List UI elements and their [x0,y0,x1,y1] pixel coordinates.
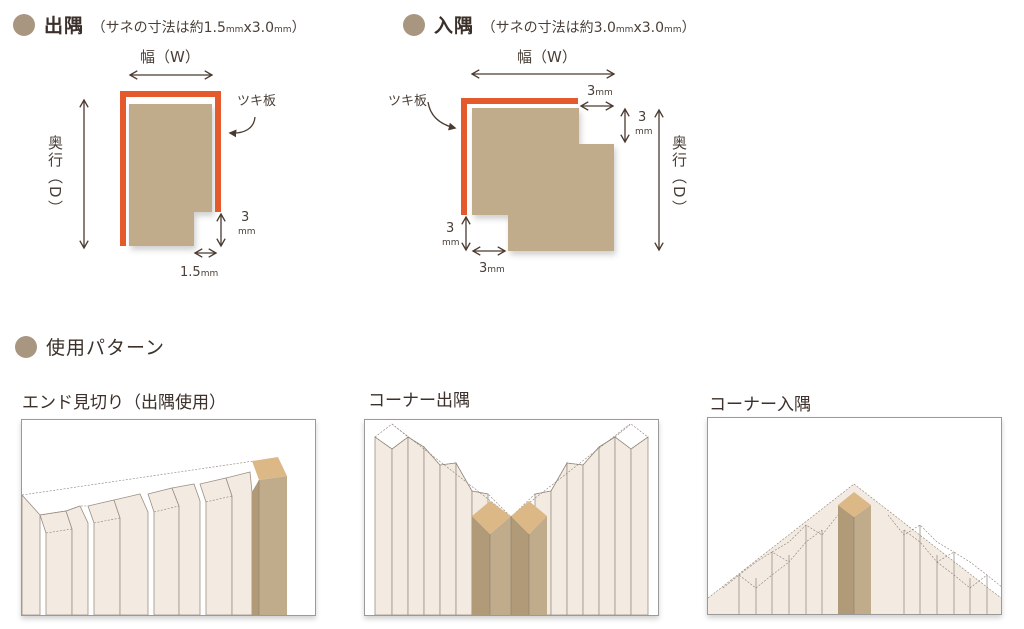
inside-bottom-notch-height-unit: mm [442,238,460,248]
inside-bottom-notch-width-label: 3mm [479,261,505,276]
pattern-corner-inside-title: コーナー入隅 [709,395,811,415]
veneer-pointer-icon [228,116,256,138]
outside-tongue-height-value: 3 [241,210,250,225]
inside-top-notch-height-unit: mm [635,127,653,137]
outside-tongue-height-unit: mm [238,227,256,237]
outside-corner-title: 出隅 [44,15,85,37]
section-bullet-icon [15,336,37,358]
outside-veneer-label: ツキ板 [237,94,277,109]
section-bullet-icon [403,14,425,36]
core-block [472,108,614,251]
outside-tongue-width-label: 1.5mm [180,265,219,280]
pattern-corner-inside-illustration [707,417,1002,615]
outside-corner-heading: 出隅 （サネの寸法は約1.5mmx3.0mm） [44,11,306,38]
outside-width-label: 幅（W） [140,48,200,66]
outside-corner-diagram [79,70,256,258]
inside-bottom-notch-height-value: 3 [446,221,455,236]
veneer-pointer-icon [427,101,457,131]
inside-corner-subtitle: （サネの寸法は約3.0mmx3.0mm） [481,20,696,36]
inside-top-notch-width-label: 3mm [587,84,613,99]
inside-width-label: 幅（W） [517,48,577,66]
outside-depth-label: 奥行（D） [46,135,64,217]
inside-depth-label: 奥行（D） [670,135,688,217]
core-block [129,104,212,246]
pattern-corner-outside-illustration [364,419,659,616]
inside-top-notch-height-value: 3 [638,110,647,125]
pattern-end-trim-illustration [21,419,316,616]
inside-veneer-label: ツキ板 [388,94,428,109]
inside-corner-heading: 入隅 （サネの寸法は約3.0mmx3.0mm） [434,11,696,38]
inside-corner-diagram [427,69,664,256]
pattern-end-trim-title: エンド見切り（出隅使用） [22,393,226,413]
section-bullet-icon [13,14,35,36]
usage-patterns-title: 使用パターン [46,337,166,359]
pattern-corner-outside-title: コーナー出隅 [368,391,470,411]
outside-corner-subtitle: （サネの寸法は約1.5mmx3.0mm） [91,20,306,36]
inside-corner-title: 入隅 [434,15,475,37]
